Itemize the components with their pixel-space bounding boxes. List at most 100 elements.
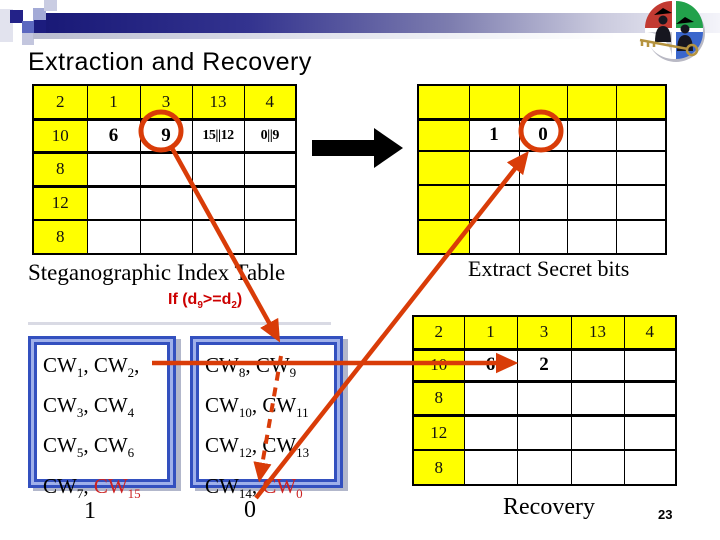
logo-graduate-2-head (680, 24, 690, 34)
codeword: CW7 (43, 473, 84, 501)
header-cell: 1 (86, 84, 141, 121)
row-label-cell: 10 (412, 348, 465, 383)
codeword: CW10 (205, 393, 252, 421)
bit-zero-label: 0 (244, 497, 256, 523)
codeword: CW9 (255, 353, 297, 381)
data-cell (518, 150, 568, 186)
codeword-line: CW7, CW15 (43, 473, 141, 501)
graduates-and-key-logo (639, 1, 705, 62)
data-cell (243, 185, 297, 221)
index-table-caption: Steganographic Index Table (28, 260, 286, 285)
table-row: 12 (32, 185, 297, 221)
divider-band (28, 322, 331, 325)
condition-label: If (d9>=d2) (168, 291, 243, 312)
data-cell (243, 219, 297, 255)
header-cell: 13 (570, 315, 625, 351)
data-cell (566, 219, 617, 255)
data-cell (623, 348, 677, 383)
codeword: CW11 (262, 393, 309, 421)
codeword-line: CW3, CW4 (43, 393, 135, 421)
data-cell: 9 (139, 118, 193, 154)
data-cell: 2 (516, 348, 572, 383)
header-cell (417, 84, 470, 121)
data-cell (570, 348, 625, 383)
header-gradient-subbar (33, 33, 720, 39)
data-cell (191, 185, 245, 221)
codeword: CW1 (43, 353, 84, 381)
data-cell (570, 380, 625, 417)
header-cell: 4 (243, 84, 297, 121)
header-cell: 1 (463, 315, 518, 351)
bit-one-label: 1 (84, 498, 96, 524)
data-cell (139, 219, 193, 255)
data-cell (191, 151, 245, 188)
codeword-line: CW5, CW6 (43, 433, 135, 461)
codeword: CW4 (93, 393, 135, 421)
codeword-line: CW1, CW2, (43, 353, 140, 381)
data-cell (463, 380, 518, 417)
data-cell (86, 151, 141, 188)
row-label-cell (417, 219, 470, 255)
table-row: 8 (412, 380, 677, 417)
row-label-cell (417, 118, 470, 152)
logo-graduate-1-cap (654, 8, 672, 15)
logo-graduate-2-cap (676, 17, 694, 24)
data-cell (516, 449, 572, 486)
codeword-line: CW12, CW13 (205, 433, 310, 461)
row-label-cell (417, 184, 470, 221)
deco-square-navy (10, 10, 23, 23)
table-row: 8 (32, 151, 297, 188)
logo-key (639, 38, 699, 57)
recovery-caption: Recovery (503, 494, 595, 520)
row-label-cell: 8 (412, 449, 465, 486)
data-cell (86, 219, 141, 255)
data-cell (570, 414, 625, 451)
row-label-cell: 8 (412, 380, 465, 417)
table-row (417, 219, 667, 255)
header-gradient-bar (46, 13, 720, 33)
header-left-strip (0, 9, 13, 42)
row-label-cell (417, 150, 470, 186)
data-cell (468, 150, 520, 186)
header-cell: 3 (139, 84, 193, 121)
page-title: Extraction and Recovery (28, 48, 312, 76)
codeword-highlighted: CW0 (262, 473, 303, 501)
data-cell: 6 (86, 118, 141, 154)
data-cell (615, 118, 667, 152)
table-row: 8 (32, 219, 297, 255)
logo-quadrant-green (676, 1, 703, 28)
header-cell: 3 (516, 315, 572, 351)
deco-square-light (22, 33, 34, 45)
data-cell (623, 449, 677, 486)
deco-square-periwinkle (33, 8, 46, 21)
deco-square-slate (22, 21, 34, 33)
codeword-highlighted: CW15 (93, 473, 141, 501)
data-cell (243, 151, 297, 188)
codeword: CW8 (205, 353, 246, 381)
header-cell (518, 84, 568, 121)
row-label-cell: 8 (32, 151, 88, 188)
data-cell (191, 219, 245, 255)
header-row (417, 84, 667, 121)
codeword: CW3 (43, 393, 84, 421)
data-cell: 0||9 (243, 118, 297, 154)
table-row: 8 (412, 449, 677, 486)
data-cell (623, 380, 677, 417)
data-cell: 0 (518, 118, 568, 152)
codeword: CW5 (43, 433, 84, 461)
page-number: 23 (658, 507, 673, 522)
data-cell (516, 414, 572, 451)
right-block-arrow (312, 128, 403, 168)
row-label-cell: 10 (32, 118, 88, 154)
row-label-cell: 12 (32, 185, 88, 221)
data-cell (86, 185, 141, 221)
header-cell (615, 84, 667, 121)
data-cell (518, 184, 568, 221)
data-cell (566, 184, 617, 221)
